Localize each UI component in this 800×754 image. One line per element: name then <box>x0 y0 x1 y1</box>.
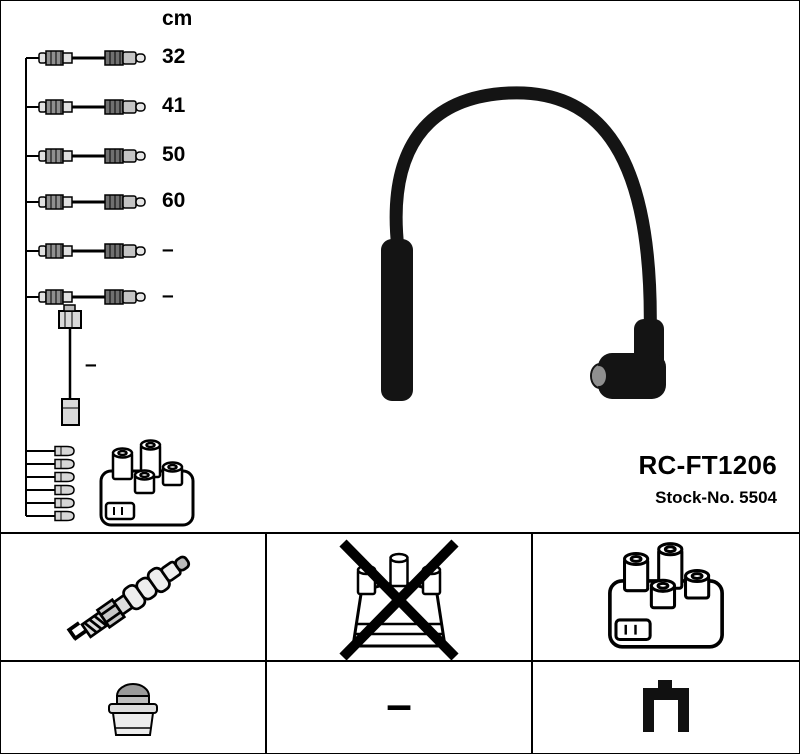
coil-terminal-icon <box>54 471 75 483</box>
stock-number: Stock-No. 5504 <box>655 488 777 507</box>
cable-length-label: 41 <box>162 94 186 117</box>
coil-terminal-icon <box>54 510 75 522</box>
diagram-canvas <box>25 49 666 527</box>
grid-cell-spark-plug <box>1 534 267 662</box>
grid-cell-empty: – <box>267 662 533 753</box>
coil-terminal-icon <box>54 458 75 470</box>
cable-icon <box>37 98 147 116</box>
cable-boot-elbow <box>598 353 666 399</box>
dash-label: – <box>386 677 412 730</box>
ignition-coil-icon <box>608 541 724 649</box>
product-identity: RC-FT1206 Stock-No. 5504 <box>638 450 777 508</box>
coil-lead-length-label: – <box>85 353 97 376</box>
grid-cell-distributor-cap <box>267 534 533 662</box>
length-unit-header: cm <box>162 7 193 30</box>
part-number: RC-FT1206 <box>638 450 777 480</box>
cable-icon <box>37 147 147 165</box>
coil-terminal-icon <box>54 484 75 496</box>
cable-icon <box>37 288 147 306</box>
ignition-cable-photo <box>381 86 666 401</box>
grid-cell-elbow-connector <box>533 662 799 753</box>
coil-lead-wire-icon <box>58 304 82 426</box>
parts-grid: – <box>1 532 799 753</box>
cable-icon <box>37 49 147 67</box>
harness-bracket-lines <box>25 57 55 517</box>
distributor-cap-crossed-icon <box>339 539 459 660</box>
grid-cell-plug-boot <box>1 662 267 753</box>
cable-length-label: 32 <box>162 45 186 68</box>
cable-length-label: 50 <box>162 143 186 166</box>
cable-length-label: – <box>162 238 174 261</box>
cable-boot-straight <box>381 239 413 401</box>
plug-boot-icon <box>108 682 158 736</box>
spark-plug-icon <box>65 548 196 652</box>
crossed-out-x <box>339 539 459 660</box>
coil-terminal-icon <box>54 445 75 457</box>
cable-length-label: 60 <box>162 189 186 212</box>
grid-cell-ignition-coil <box>533 534 799 662</box>
elbow-connector-icon <box>643 679 689 732</box>
cable-icon <box>37 193 147 211</box>
ignition-coil-icon <box>99 439 195 527</box>
cable-icon <box>37 242 147 260</box>
coil-terminal-icon <box>54 497 75 509</box>
cable-length-label: – <box>162 284 174 307</box>
